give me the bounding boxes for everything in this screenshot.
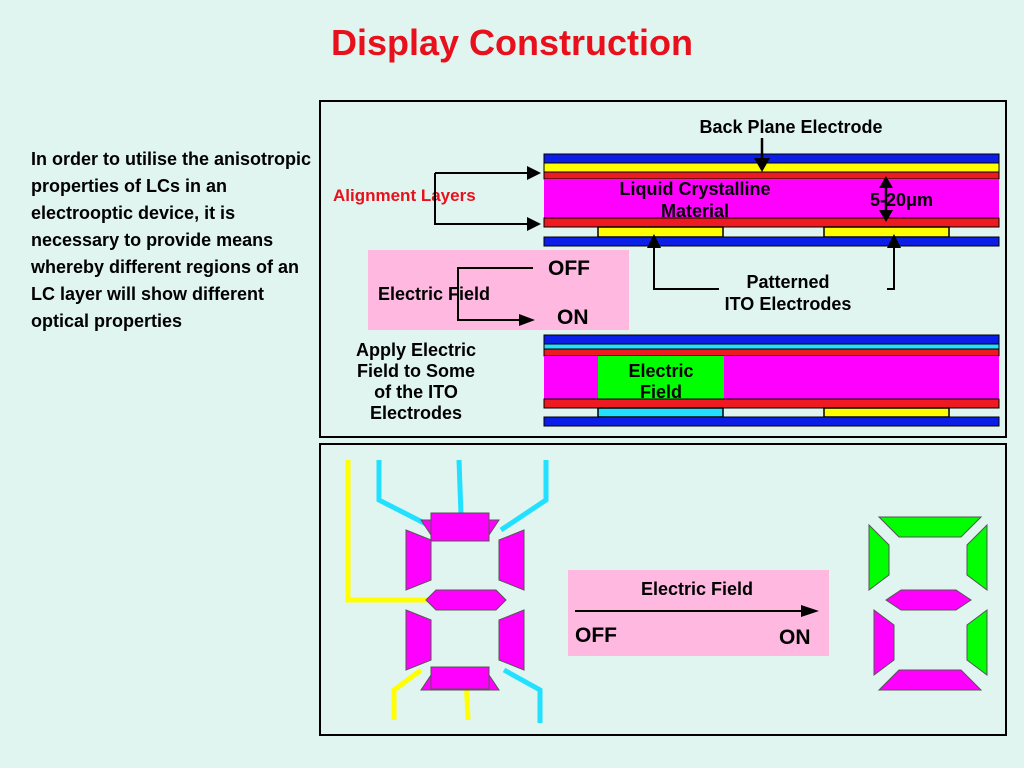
lc-material-label-line2: Material — [661, 201, 729, 221]
double-arrow-down-icon — [879, 210, 893, 222]
ef-region-line2: Field — [640, 382, 682, 402]
stack2-top-glass — [543, 334, 1000, 345]
stack2-ito-left — [597, 407, 724, 418]
top-glass-layer — [543, 153, 1000, 164]
apply-label-line3: of the ITO — [374, 382, 458, 402]
ito-electrode-right — [823, 226, 950, 238]
ef-key-label: Electric Field — [378, 284, 490, 304]
ef-key-on: ON — [779, 626, 811, 649]
double-arrow-up-icon — [879, 176, 893, 188]
arrow-right-icon — [527, 166, 541, 180]
arrow-right-icon — [801, 605, 819, 617]
thickness-label: 5-20μm — [870, 190, 933, 210]
electric-field-key-box — [368, 250, 629, 330]
ito-electrode-left — [597, 226, 724, 238]
arrow-right-icon — [519, 314, 535, 326]
description-paragraph: In order to utilise the anisotropic prop… — [31, 149, 312, 331]
cyan-wire-left — [376, 460, 430, 528]
electrode-digit — [405, 512, 525, 691]
arrow-up-icon — [887, 234, 901, 248]
seven-segment-digit — [868, 516, 988, 691]
patterned-label-line2: ITO Electrodes — [725, 294, 852, 314]
ef-key-on: ON — [557, 306, 589, 329]
stack2-bottom-glass — [543, 416, 1000, 427]
arrow-up-icon — [647, 234, 661, 248]
ef-region-line1: Electric — [628, 361, 693, 381]
apply-label-line4: Electrodes — [370, 403, 462, 423]
yellow-wire-top — [345, 460, 428, 603]
stack2-cyan-layer — [543, 343, 1000, 350]
stack2-bottom-red — [543, 398, 1000, 409]
liquid-crystal-layer — [544, 179, 999, 218]
back-plane-label: Back Plane Electrode — [699, 117, 882, 137]
ef-key-label: Electric Field — [641, 579, 753, 599]
arrow-right-icon — [527, 217, 541, 231]
page-title: Display Construction — [330, 22, 694, 63]
lc-material-label-line1: Liquid Crystalline — [619, 179, 770, 199]
stack2-ito-right — [823, 407, 950, 418]
bottom-alignment-layer — [543, 217, 1000, 228]
seven-segment-panel: Electric Field OFF ON — [319, 443, 1007, 736]
seven-segment-diagram: Electric Field OFF ON — [345, 459, 988, 723]
top-alignment-layer — [543, 162, 1000, 173]
construction-diagram-panel: Back Plane Electrode Alignment Layers Li… — [319, 100, 1007, 438]
yellow-wire-bottom-left — [391, 667, 423, 720]
cyan-wire-bottom-right — [502, 667, 543, 723]
electric-field-key-box — [568, 570, 829, 656]
bottom-glass-layer — [543, 236, 1000, 247]
stack2-red-layer — [543, 348, 1000, 357]
construction-diagram: Back Plane Electrode Alignment Layers Li… — [333, 117, 1000, 427]
cyan-wire-right — [499, 460, 549, 533]
ef-key-off: OFF — [575, 624, 617, 647]
ef-key-off: OFF — [548, 257, 590, 280]
arrow-down-icon — [754, 158, 770, 172]
alignment-label: Alignment Layers — [333, 186, 476, 205]
apply-label-line1: Apply Electric — [356, 340, 476, 360]
back-plane-electrode-layer — [543, 171, 1000, 180]
electric-field-region — [598, 356, 724, 399]
cyan-wire-top — [456, 459, 464, 516]
patterned-label-line1: Patterned — [746, 272, 829, 292]
apply-label-line2: Field to Some — [357, 361, 475, 381]
